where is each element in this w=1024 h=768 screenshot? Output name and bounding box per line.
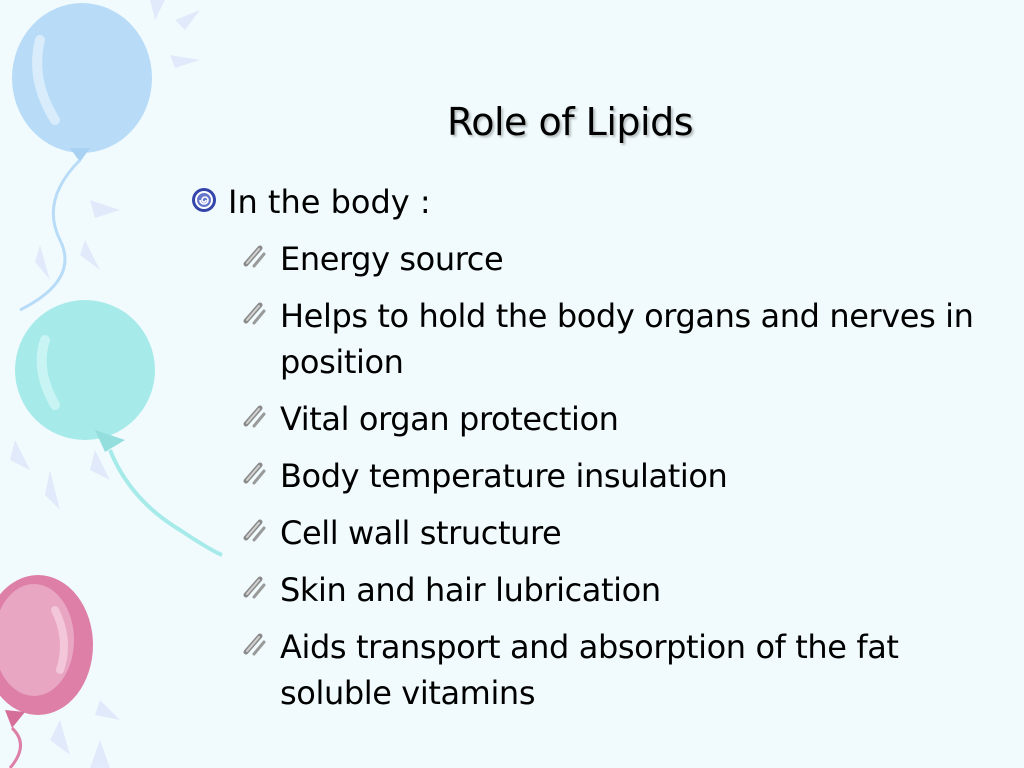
list-item: Vital organ protection	[240, 396, 1000, 442]
pencil-stroke-bullet-icon	[243, 405, 266, 428]
pencil-stroke-bullet-icon	[243, 576, 266, 599]
list-item-text: Skin and hair lubrication	[280, 571, 661, 609]
list-item: Body temperature insulation	[240, 453, 1000, 499]
swirl-bullet-icon	[192, 188, 216, 212]
list-item: Skin and hair lubrication	[240, 567, 1000, 613]
list-item-text: Body temperature insulation	[280, 457, 728, 495]
blue-balloon	[12, 3, 152, 312]
list-item-text: Cell wall structure	[280, 514, 562, 552]
pencil-stroke-bullet-icon	[243, 633, 266, 656]
bullet-level1-text: In the body :	[228, 183, 431, 221]
list-item: Helps to hold the body organs and nerves…	[240, 293, 1000, 385]
list-item: Cell wall structure	[240, 510, 1000, 556]
pink-balloon	[0, 575, 93, 768]
balloons-decoration-icon	[0, 0, 223, 768]
teal-balloon	[15, 300, 223, 557]
pencil-stroke-bullet-icon	[243, 245, 266, 268]
pencil-stroke-bullet-icon	[243, 519, 266, 542]
list-item-text: Helps to hold the body organs and nerves…	[280, 297, 974, 381]
list-item: Aids transport and absorption of the fat…	[240, 624, 1000, 716]
list-item-text: Aids transport and absorption of the fat…	[280, 628, 899, 712]
bullet-level1: In the body :	[190, 180, 431, 224]
list-item-text: Vital organ protection	[280, 400, 619, 438]
sub-bullet-list: Energy source Helps to hold the body org…	[240, 236, 1000, 727]
pencil-stroke-bullet-icon	[243, 302, 266, 325]
pencil-stroke-bullet-icon	[243, 462, 266, 485]
slide-title: Role of Lipids	[447, 100, 694, 144]
list-item-text: Energy source	[280, 240, 504, 278]
list-item: Energy source	[240, 236, 1000, 282]
